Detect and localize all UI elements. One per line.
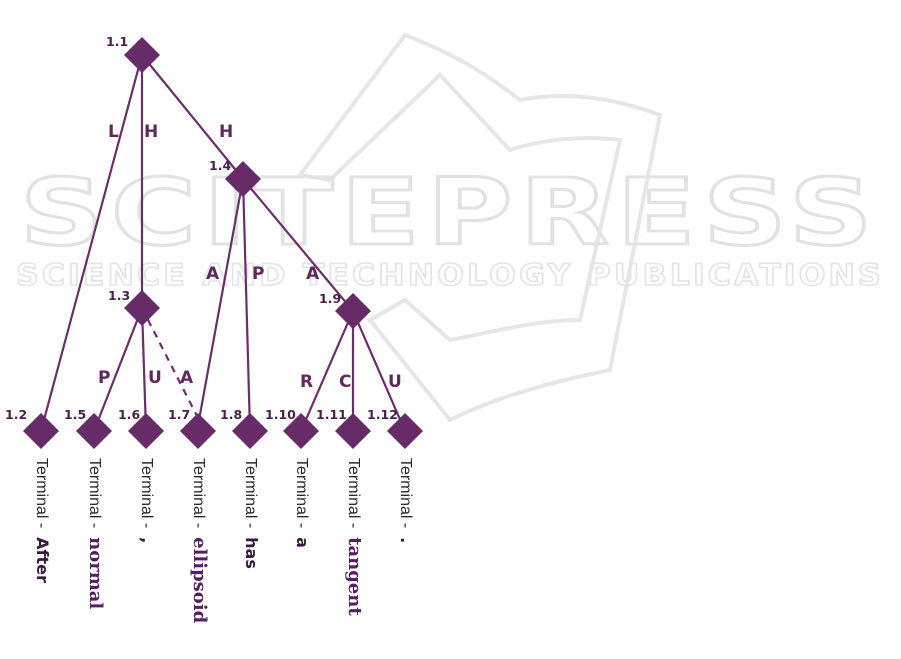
terminal-label-1-2: Terminal - After [33, 458, 52, 583]
terminal-word: , [138, 537, 157, 543]
edge-label-1-1-to-1-4: H [219, 122, 233, 142]
node-id-label-1-6: 1.6 [118, 407, 140, 422]
terminal-word: After [33, 537, 52, 583]
edge-label-1-1-to-1-3: H [144, 122, 158, 142]
terminal-prefix: Terminal - [293, 458, 310, 537]
edge-label-1-9-to-1-12: U [388, 372, 402, 392]
terminal-word: a [293, 537, 312, 548]
terminal-label-1-7: Terminal - ellipsoid [189, 458, 210, 624]
terminal-prefix: Terminal - [86, 458, 103, 537]
node-id-label-1-8: 1.8 [220, 407, 242, 422]
edge-label-1-3-to-1-5: P [98, 368, 110, 388]
edge-label-1-3-to-1-6: U [148, 368, 162, 388]
terminal-word: . [397, 537, 416, 543]
watermark-title: SCITEPRESS [20, 159, 880, 266]
edge-1-3-to-1-6 [142, 308, 146, 431]
terminal-word: ellipsoid [189, 537, 210, 624]
edge-label-1-1-to-1-2: L [108, 122, 119, 142]
node-id-label-1-12: 1.12 [367, 407, 398, 422]
node-id-label-1-4: 1.4 [209, 158, 231, 173]
node-id-label-1-10: 1.10 [265, 407, 296, 422]
terminal-label-1-11: Terminal - tangent [344, 458, 365, 616]
terminal-label-1-8: Terminal - has [242, 458, 261, 569]
terminal-word: tangent [344, 537, 365, 616]
edge-label-1-3-to-1-7: A [180, 368, 194, 388]
terminal-prefix: Terminal - [190, 458, 207, 537]
node-id-label-1-5: 1.5 [64, 407, 86, 422]
terminal-word: has [242, 537, 261, 569]
edge-label-1-9-to-1-10: R [300, 372, 313, 392]
node-id-label-1-9: 1.9 [319, 291, 341, 306]
terminal-label-1-5: Terminal - normal [85, 458, 106, 609]
node-id-label-1-11: 1.11 [316, 407, 347, 422]
edge-1-3-to-1-7 [142, 308, 199, 420]
node-id-label-1-3: 1.3 [108, 288, 130, 303]
node-id-label-1-1: 1.1 [106, 34, 128, 49]
terminal-prefix: Terminal - [345, 458, 362, 537]
node-1-2[interactable] [23, 413, 59, 449]
terminal-prefix: Terminal - [397, 458, 414, 537]
edge-label-1-4-to-1-9: A [306, 264, 320, 284]
edge-label-1-4-to-1-8: P [252, 264, 264, 284]
terminal-prefix: Terminal - [138, 458, 155, 537]
node-id-label-1-7: 1.7 [168, 407, 190, 422]
node-1-1[interactable] [124, 37, 160, 73]
terminal-word: normal [85, 537, 106, 609]
watermark: SCITEPRESS SCIENCE AND TECHNOLOGY PUBLIC… [16, 35, 884, 420]
watermark-subtitle: SCIENCE AND TECHNOLOGY PUBLICATIONS [16, 258, 884, 292]
terminal-prefix: Terminal - [242, 458, 259, 537]
terminal-prefix: Terminal - [33, 458, 50, 537]
node-id-label-1-2: 1.2 [5, 407, 27, 422]
edge-label-1-4-to-1-7: A [206, 264, 220, 284]
terminal-label-1-6: Terminal - , [138, 458, 157, 543]
terminal-label-1-12: Terminal - . [397, 458, 416, 543]
edge-label-1-9-to-1-11: C [339, 372, 351, 392]
terminal-label-1-10: Terminal - a [293, 458, 312, 548]
